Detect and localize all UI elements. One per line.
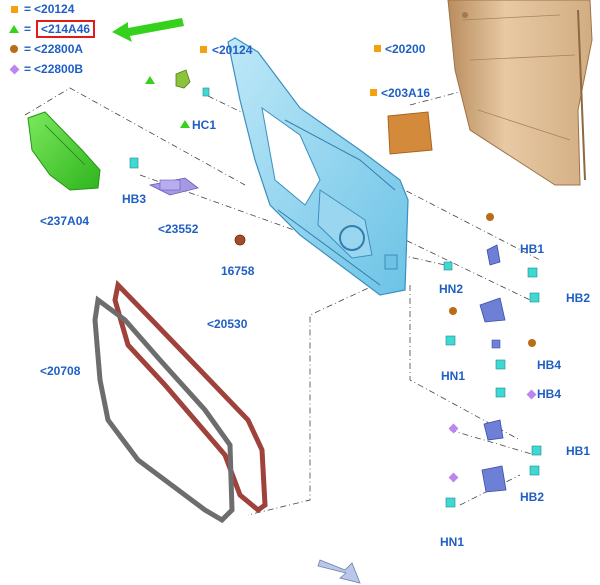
triangle-marker-icon: [180, 120, 190, 128]
hinge-lower: [445, 387, 542, 508]
green-shield: [27, 111, 101, 191]
callout-hb2-bottom: HB2: [520, 490, 545, 504]
callout-hc1: HC1: [192, 118, 217, 132]
triangle-marker-icon: [8, 23, 20, 35]
triangle-marker-icon: [145, 76, 155, 84]
legend-row-triangle: = <214A46: [8, 20, 96, 38]
square-marker-icon: [8, 3, 20, 15]
plug-part: [234, 234, 246, 246]
outer-seal: [112, 279, 268, 514]
legend-eq: =: [24, 62, 32, 76]
callout-hb1-bottom: HB1: [566, 444, 591, 458]
legend-code-highlighted: <214A46: [36, 20, 96, 38]
callout-hb2-top: HB2: [566, 291, 591, 305]
circle-marker-icon: [486, 213, 494, 221]
callout-hb1-top: HB1: [520, 242, 545, 256]
callout-outer-seal: <20530: [207, 317, 248, 331]
leader-line: [394, 234, 531, 301]
callout-hn2: HN2: [439, 282, 464, 296]
door-shell-panel: [447, 0, 593, 186]
insulator-pad: [387, 111, 433, 155]
circle-marker-icon: [8, 43, 20, 55]
diamond-marker-icon: [8, 63, 20, 75]
callout-hn1-bottom: HN1: [440, 535, 465, 549]
callout-inner-seal: <20708: [40, 364, 81, 378]
callout-hb4-b: HB4: [537, 387, 562, 401]
check-arm-assembly: [129, 157, 199, 196]
leader-line: [24, 87, 246, 186]
square-marker-icon: [370, 89, 377, 96]
leader-line: [409, 285, 521, 441]
callout-check-arm: <23552: [158, 222, 199, 236]
callout-insulator-pad: <203A16: [381, 86, 431, 100]
circle-marker-icon: [449, 307, 457, 315]
legend-row-diamond: = <22800B: [8, 62, 83, 76]
legend-code: <20124: [34, 2, 75, 16]
legend-code: <22800B: [34, 62, 84, 76]
callout-door-shell: <20200: [385, 42, 426, 56]
legend-eq: =: [24, 42, 32, 56]
callout-hb3: HB3: [122, 192, 147, 206]
inner-seal: [92, 295, 235, 524]
orientation-arrow-icon: [317, 559, 361, 584]
legend-code: <22800A: [34, 42, 84, 56]
leader-line: [449, 429, 536, 456]
green-arrow-icon: [112, 18, 184, 42]
legend-eq: =: [24, 2, 32, 16]
leader-line: [247, 271, 404, 516]
callout-plug: 16758: [221, 264, 255, 278]
legend-row-circle: = <22800A: [8, 42, 83, 56]
hinge-upper: [443, 244, 540, 370]
callout-green-shield: <237A04: [40, 214, 90, 228]
door-frame: [227, 37, 409, 296]
leader-line: [394, 184, 541, 261]
leader-line: [459, 474, 521, 506]
circle-marker-icon: [528, 339, 536, 347]
callout-hb4-a: HB4: [537, 358, 562, 372]
callout-hn1-top: HN1: [441, 369, 466, 383]
legend-eq: =: [24, 22, 32, 36]
hc1-part: [175, 69, 210, 97]
leader-line: [399, 254, 446, 266]
callout-door-frame: <20124: [212, 43, 253, 57]
legend-row-square: = <20124: [8, 2, 74, 16]
square-marker-icon: [374, 45, 381, 52]
square-marker-icon: [200, 46, 207, 53]
